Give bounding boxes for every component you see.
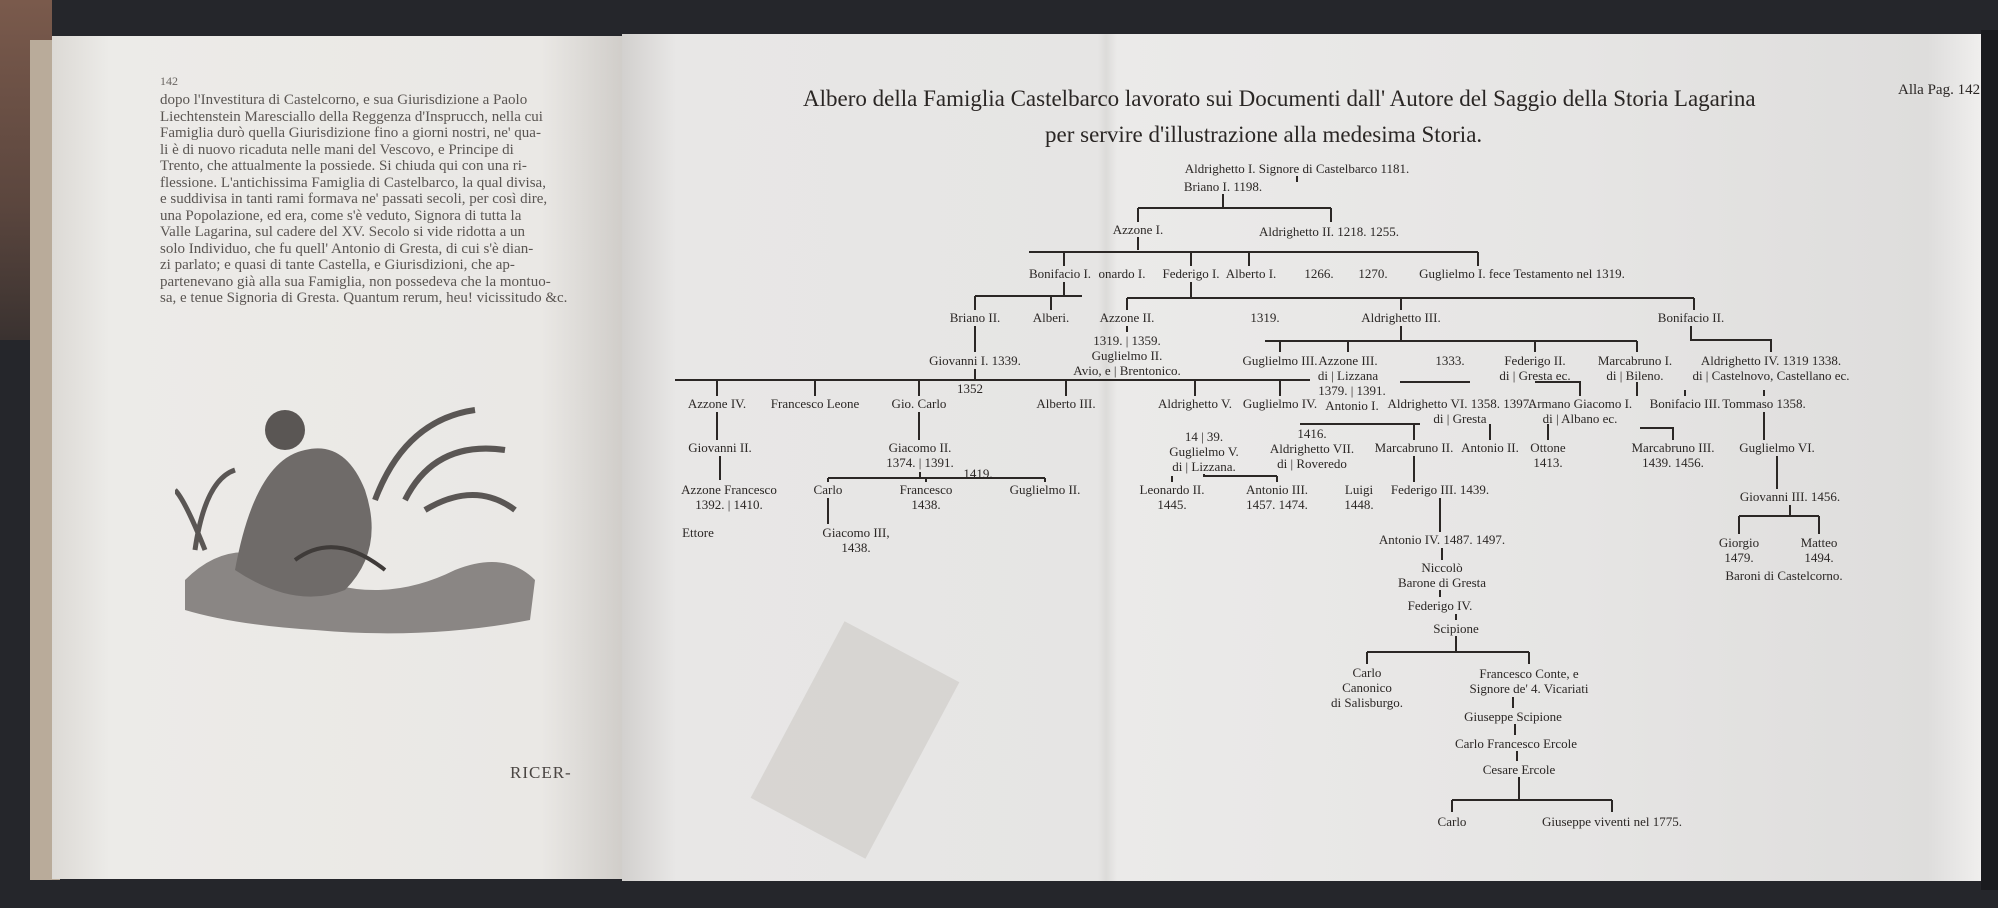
tree-node: 1319.	[1250, 310, 1280, 325]
tree-node: Alberi.	[1032, 310, 1070, 325]
tree-node: 1352	[957, 381, 983, 396]
tree-node: Marcabruno III. 1439. 1456.	[1631, 440, 1715, 470]
tree-node: Aldrighetto V.	[1158, 396, 1232, 411]
tree-node: Guglielmo VI.	[1739, 440, 1815, 455]
tree-node: Antonio IV. 1487. 1497.	[1378, 532, 1506, 547]
tree-subtitle: per servire d'illustrazione alla medesim…	[1045, 122, 1483, 147]
tree-node: Briano I. 1198.	[1183, 179, 1263, 194]
tree-node: Aldrighetto IV. 1319 1338. di | Castelno…	[1692, 353, 1850, 383]
text-line: partenevano già alla sua Famiglia, non p…	[160, 273, 551, 290]
tree-node: Aldrighetto I. Signore di Castelbarco 11…	[1184, 161, 1410, 176]
tree-node: Carlo Canonico di Salisburgo.	[1331, 665, 1403, 710]
tree-node: 1319. | 1359. Guglielmo II. Avio, e | Br…	[1073, 333, 1181, 378]
text-line: una Popolazione, ed era, come s'è veduto…	[160, 207, 522, 224]
text-line: Trento, che attualmente la possiede. Si …	[160, 158, 527, 174]
tree-node: Carlo	[813, 482, 843, 497]
text-line: solo Individuo, che fu quell' Antonio di…	[160, 240, 534, 257]
tree-node: Federigo II. di | Gresta ec.	[1499, 353, 1571, 383]
tree-node: Francesco 1438.	[899, 482, 953, 512]
catchword: RICER-	[510, 763, 572, 782]
tree-node: Azzone IV.	[687, 396, 747, 411]
tree-node: Bonifacio III.	[1649, 396, 1721, 411]
text-line: Famiglia durò quella Giurisdizione fino …	[160, 125, 541, 141]
tree-node: Federigo III. 1439.	[1390, 482, 1490, 497]
text-line: sa, e tenue Signoria di Gresta. Quantum …	[160, 290, 568, 306]
tree-node: Ettore	[682, 525, 714, 540]
tree-node: Marcabruno II.	[1374, 440, 1454, 455]
tree-node: Baroni di Castelcorno.	[1725, 568, 1843, 583]
tree-node: Guglielmo III.	[1242, 353, 1318, 368]
tree-node: Giovanni II.	[688, 440, 752, 455]
tree-node: 1379. | 1391. Antonio I.	[1318, 383, 1386, 413]
tree-node: Scipione	[1433, 621, 1479, 636]
text-line: e suddivisa in tanti rami formava ne' pa…	[160, 191, 548, 207]
tree-node: 1270.	[1358, 266, 1388, 281]
tree-node: Giovanni I. 1339.	[929, 353, 1021, 368]
tree-title: Albero della Famiglia Castelbarco lavora…	[803, 86, 1756, 111]
tree-node: Gio. Carlo	[891, 396, 947, 411]
tree-node: Bonifacio I.	[1028, 266, 1092, 281]
tree-node: Federigo IV.	[1407, 598, 1473, 613]
tree-node: 1419.	[963, 466, 993, 481]
text-line: dopo l'Investitura di Castelcorno, e sua…	[160, 92, 528, 108]
tree-node: Alberto III.	[1036, 396, 1096, 411]
tree-node: Antonio II.	[1461, 440, 1519, 455]
tree-node: Bonifacio II.	[1657, 310, 1725, 325]
tree-node: Aldrighetto VI. 1358. 1397. di | Gresta	[1387, 396, 1533, 426]
tree-node: Carlo	[1437, 814, 1467, 829]
tree-node: Aldrighetto II. 1218. 1255.	[1258, 224, 1400, 239]
text-line: Liechtenstein Maresciallo della Reggenza…	[160, 108, 543, 125]
tree-node: Guglielmo IV.	[1242, 396, 1318, 411]
text-line: Valle Lagarina, sul cadere del XV. Secol…	[160, 224, 526, 240]
tree-node: Carlo Francesco Ercole	[1454, 736, 1578, 751]
background-edge	[1981, 30, 1998, 890]
tree-node: Giacomo II. 1374. | 1391.	[886, 440, 954, 470]
tree-node: Federigo I.	[1162, 266, 1220, 281]
tree-node: Marcabruno I. di | Bileno.	[1597, 353, 1673, 383]
tree-node: Azzone Francesco 1392. | 1410.	[681, 482, 777, 512]
tree-node: 1333.	[1435, 353, 1465, 368]
tree-node: Niccolò Barone di Gresta	[1397, 560, 1487, 590]
tree-node: Francesco Leone	[770, 396, 860, 411]
tree-node: Aldrighetto III.	[1361, 310, 1441, 325]
tree-node: Giuseppe Scipione	[1464, 709, 1562, 724]
tree-node: Azzone I.	[1112, 222, 1164, 237]
tree-node: Armano Giacomo I. di | Albano ec.	[1527, 396, 1633, 426]
tree-node: Giacomo III, 1438.	[822, 525, 890, 555]
tree-node: Giuseppe viventi nel 1775.	[1541, 814, 1683, 829]
page-number: 142	[160, 74, 178, 88]
tree-node: Francesco Conte, e Signore de' 4. Vicari…	[1469, 666, 1589, 696]
tree-node: onardo I.	[1098, 266, 1146, 281]
tree-node: Briano II.	[949, 310, 1001, 325]
tree-node: Cesare Ercole	[1482, 762, 1556, 777]
text-line: zi parlato; e quasi di tante Castella, e…	[160, 257, 515, 273]
text-line: li è di nuovo ricaduta nelle mani del Ve…	[160, 141, 514, 158]
tree-node: 14 | 39. Guglielmo V. di | Lizzana.	[1169, 429, 1239, 474]
tree-node: Antonio III. 1457. 1474.	[1245, 482, 1309, 512]
tree-node: Guglielmo I. fece Testamento nel 1319.	[1419, 266, 1625, 281]
text-line: flessione. L'antichissima Famiglia di Ca…	[160, 174, 546, 191]
tree-node: Leonardo II. 1445.	[1139, 482, 1205, 512]
tree-node: Tommaso 1358.	[1722, 396, 1806, 411]
tree-node: Ottone 1413.	[1530, 440, 1566, 470]
tree-node: Giorgio 1479.	[1718, 535, 1760, 565]
tree-node: Azzone II.	[1099, 310, 1155, 325]
tree-node: 1266.	[1304, 266, 1334, 281]
tree-node: Guglielmo II.	[1009, 482, 1081, 497]
page-reference: Alla Pag. 142	[1898, 82, 1981, 98]
tree-node: Matteo 1494.	[1800, 535, 1838, 565]
tree-node: Azzone III. di | Lizzana	[1317, 353, 1379, 383]
engraving-vignette	[175, 407, 535, 634]
tree-node: Alberto I.	[1225, 266, 1277, 281]
tree-node: Luigi 1448.	[1344, 482, 1374, 512]
tree-node: 1416. Aldrighetto VII. di | Roveredo	[1269, 426, 1355, 471]
tree-node: Giovanni III. 1456.	[1739, 489, 1841, 504]
